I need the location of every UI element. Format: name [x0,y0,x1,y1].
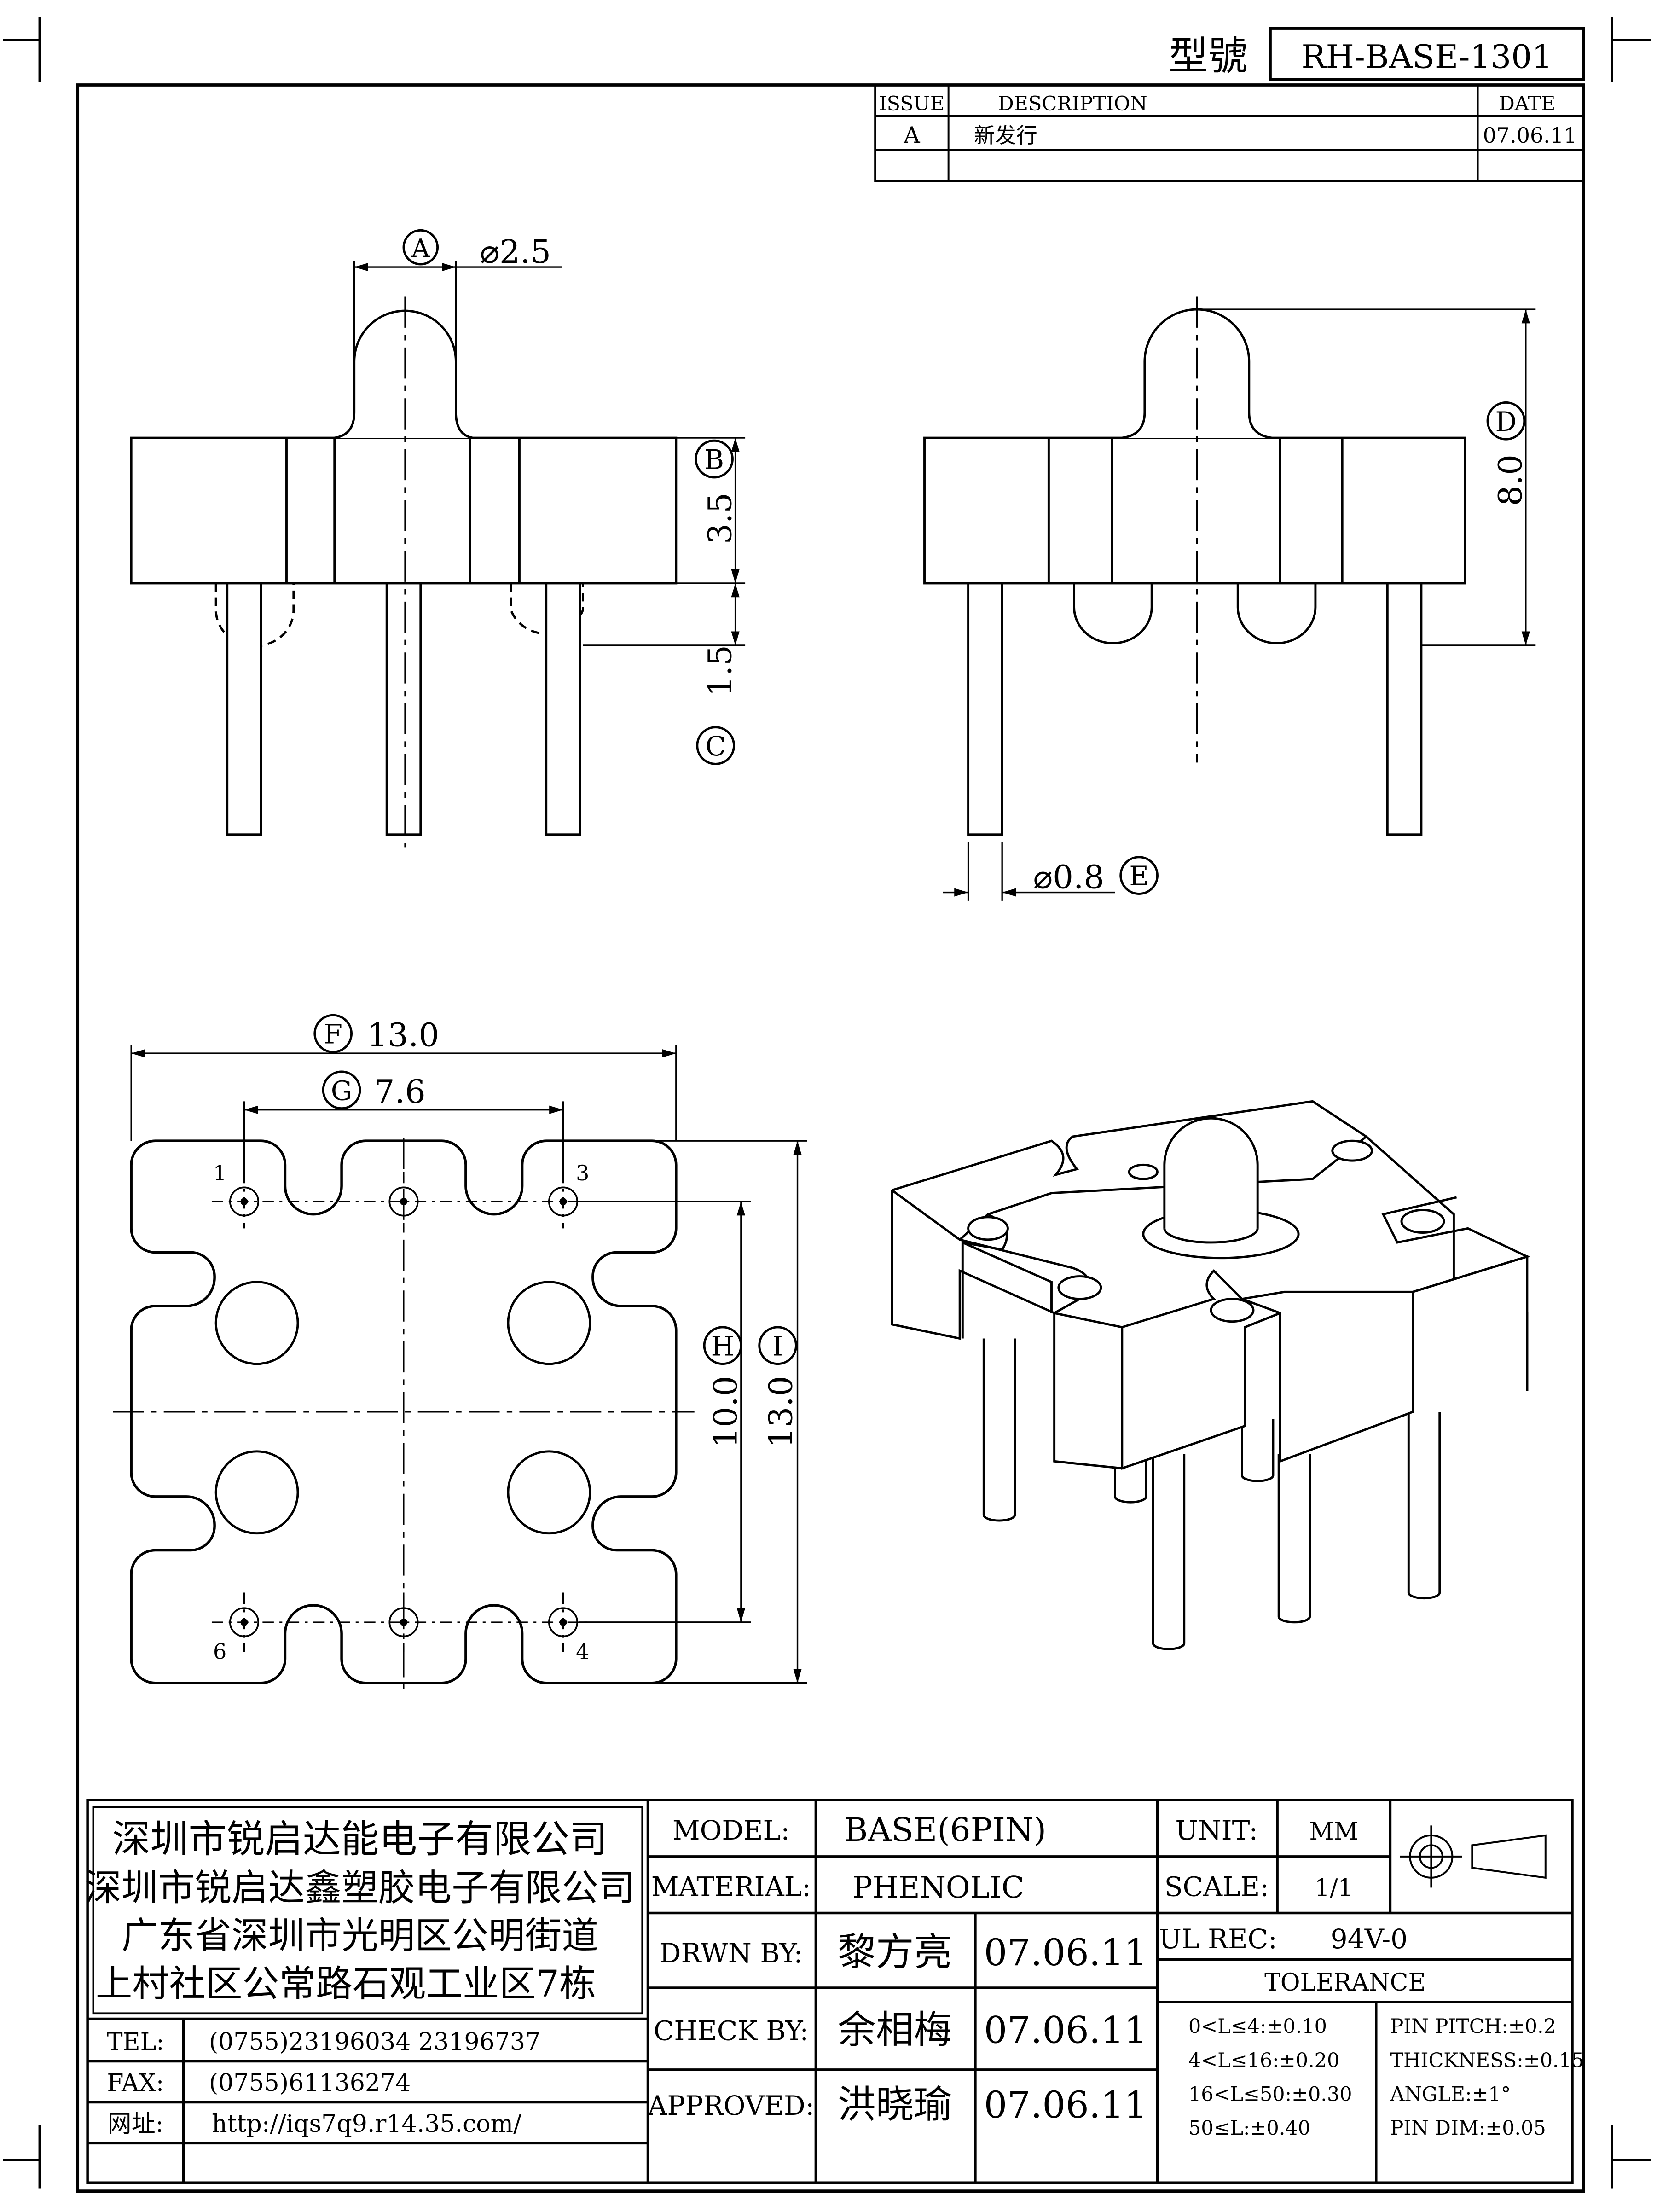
ul-rec-value: 94V-0 [1331,1923,1408,1955]
tolerance-pin-dim: PIN DIM:±0.05 [1390,2117,1546,2140]
drawing-border [76,83,1585,2193]
dim-value-g: 7.6 [374,1073,426,1110]
top-view: 1 3 6 4 F 13.0 G 7.6 H 10.0 I 13.0 [113,1014,808,1689]
tolerance-thickness: THICKNESS:±0.15 [1390,2049,1584,2072]
pin-number-3: 3 [576,1161,589,1185]
title-block: 深圳市锐启达能电子有限公司 深圳市锐启达鑫塑胶电子有限公司 广东省深圳市光明区公… [85,1799,1584,2184]
dim-value-h: 10.0 [707,1376,745,1448]
dim-value-c: 1.5 [701,645,739,697]
rev-header-date: DATE [1499,93,1555,116]
rev-header-issue: ISSUE [879,93,945,116]
dim-value-b: 3.5 [701,493,739,544]
dim-label-f: F [324,1019,342,1050]
tolerance-row-1: 0<L≤4:±0.10 [1188,2015,1327,2038]
tel-label: TEL: [107,2028,164,2056]
unit-value: MM [1309,1818,1358,1846]
tolerance-row-4: 50≤L:±0.40 [1188,2117,1310,2140]
pin-number-4: 4 [576,1639,589,1664]
company-name-2: 深圳市锐启达鑫塑胶电子有限公司 [85,1866,635,1909]
drawn-by-label: DRWN BY: [660,1938,803,1969]
model-title-block: 型號 RH-BASE-1301 [1169,27,1585,81]
dim-label-a: A [411,234,430,264]
dim-label-d: D [1495,406,1517,437]
pin-number-1: 1 [213,1161,226,1185]
check-by-name: 余相梅 [838,2008,952,2052]
dim-value-a: ⌀2.5 [480,233,551,271]
tel-value: (0755)23196034 23196737 [209,2028,540,2056]
front-view: A ⌀2.5 B 3.5 1.5 C [130,229,746,848]
company-address-1: 广东省深圳市光明区公明街道 [122,1914,598,1957]
dim-label-b: B [704,444,724,476]
approved-by-label: APPROVED: [647,2090,814,2121]
dim-label-i: I [772,1330,783,1362]
check-by-label: CHECK BY: [654,2015,809,2047]
rev-date: 07.06.11 [1483,123,1577,148]
dim-label-h: H [711,1330,735,1362]
model-field-value: BASE(6PIN) [844,1811,1046,1849]
fax-value: (0755)61136274 [209,2069,411,2097]
website-value[interactable]: http://iqs7q9.r14.35.com/ [212,2110,521,2138]
pin-number-6: 6 [213,1639,226,1664]
dim-value-f: 13.0 [367,1016,439,1054]
model-code: RH-BASE-1301 [1301,38,1553,76]
material-field-value: PHENOLIC [852,1870,1024,1905]
fax-label: FAX: [107,2069,164,2097]
dim-value-e: ⌀0.8 [1033,858,1105,896]
dim-label-e: E [1129,860,1149,892]
website-label: 网址: [107,2110,163,2138]
isometric-view [891,1100,1530,1650]
side-view: D 8.0 ⌀0.8 E [923,296,1536,901]
unit-label: UNIT: [1176,1815,1258,1846]
model-field-label: MODEL: [672,1815,790,1846]
rev-issue: A [903,122,920,148]
approved-date: 07.06.11 [984,2084,1147,2126]
dim-label-c: C [705,731,726,762]
scale-value: 1/1 [1315,1875,1353,1902]
company-name-1: 深圳市锐启达能电子有限公司 [112,1817,608,1862]
rev-description: 新发行 [974,123,1037,148]
ul-rec-label: UL REC: [1159,1923,1277,1955]
tolerance-heading: TOLERANCE [1264,1969,1425,1997]
approved-by-name: 洪晓瑜 [838,2082,952,2127]
dim-value-i: 13.0 [762,1376,800,1448]
tolerance-row-3: 16<L≤50:±0.30 [1188,2083,1352,2106]
sheet-corner-marks [3,17,1651,2189]
model-label: 型號 [1169,33,1248,79]
scale-label: SCALE: [1165,1871,1269,1903]
company-address-2: 上村社区公常路石观工业区7栋 [96,1962,596,2005]
tolerance-row-2: 4<L≤16:±0.20 [1188,2049,1339,2072]
material-field-label: MATERIAL: [651,1871,811,1903]
check-date: 07.06.11 [984,2009,1147,2052]
drawn-date: 07.06.11 [984,1931,1147,1974]
tolerance-angle: ANGLE:±1° [1390,2083,1511,2106]
tolerance-pin-pitch: PIN PITCH:±0.2 [1390,2015,1556,2038]
revision-table: ISSUE DESCRIPTION DATE A 新发行 07.06.11 [874,84,1585,182]
drawn-by-name: 黎方亮 [838,1930,952,1974]
rev-header-description: DESCRIPTION [998,93,1147,116]
dim-label-g: G [331,1075,353,1106]
dim-value-d: 8.0 [1492,454,1530,506]
projection-symbol-icon [1400,1825,1547,1888]
